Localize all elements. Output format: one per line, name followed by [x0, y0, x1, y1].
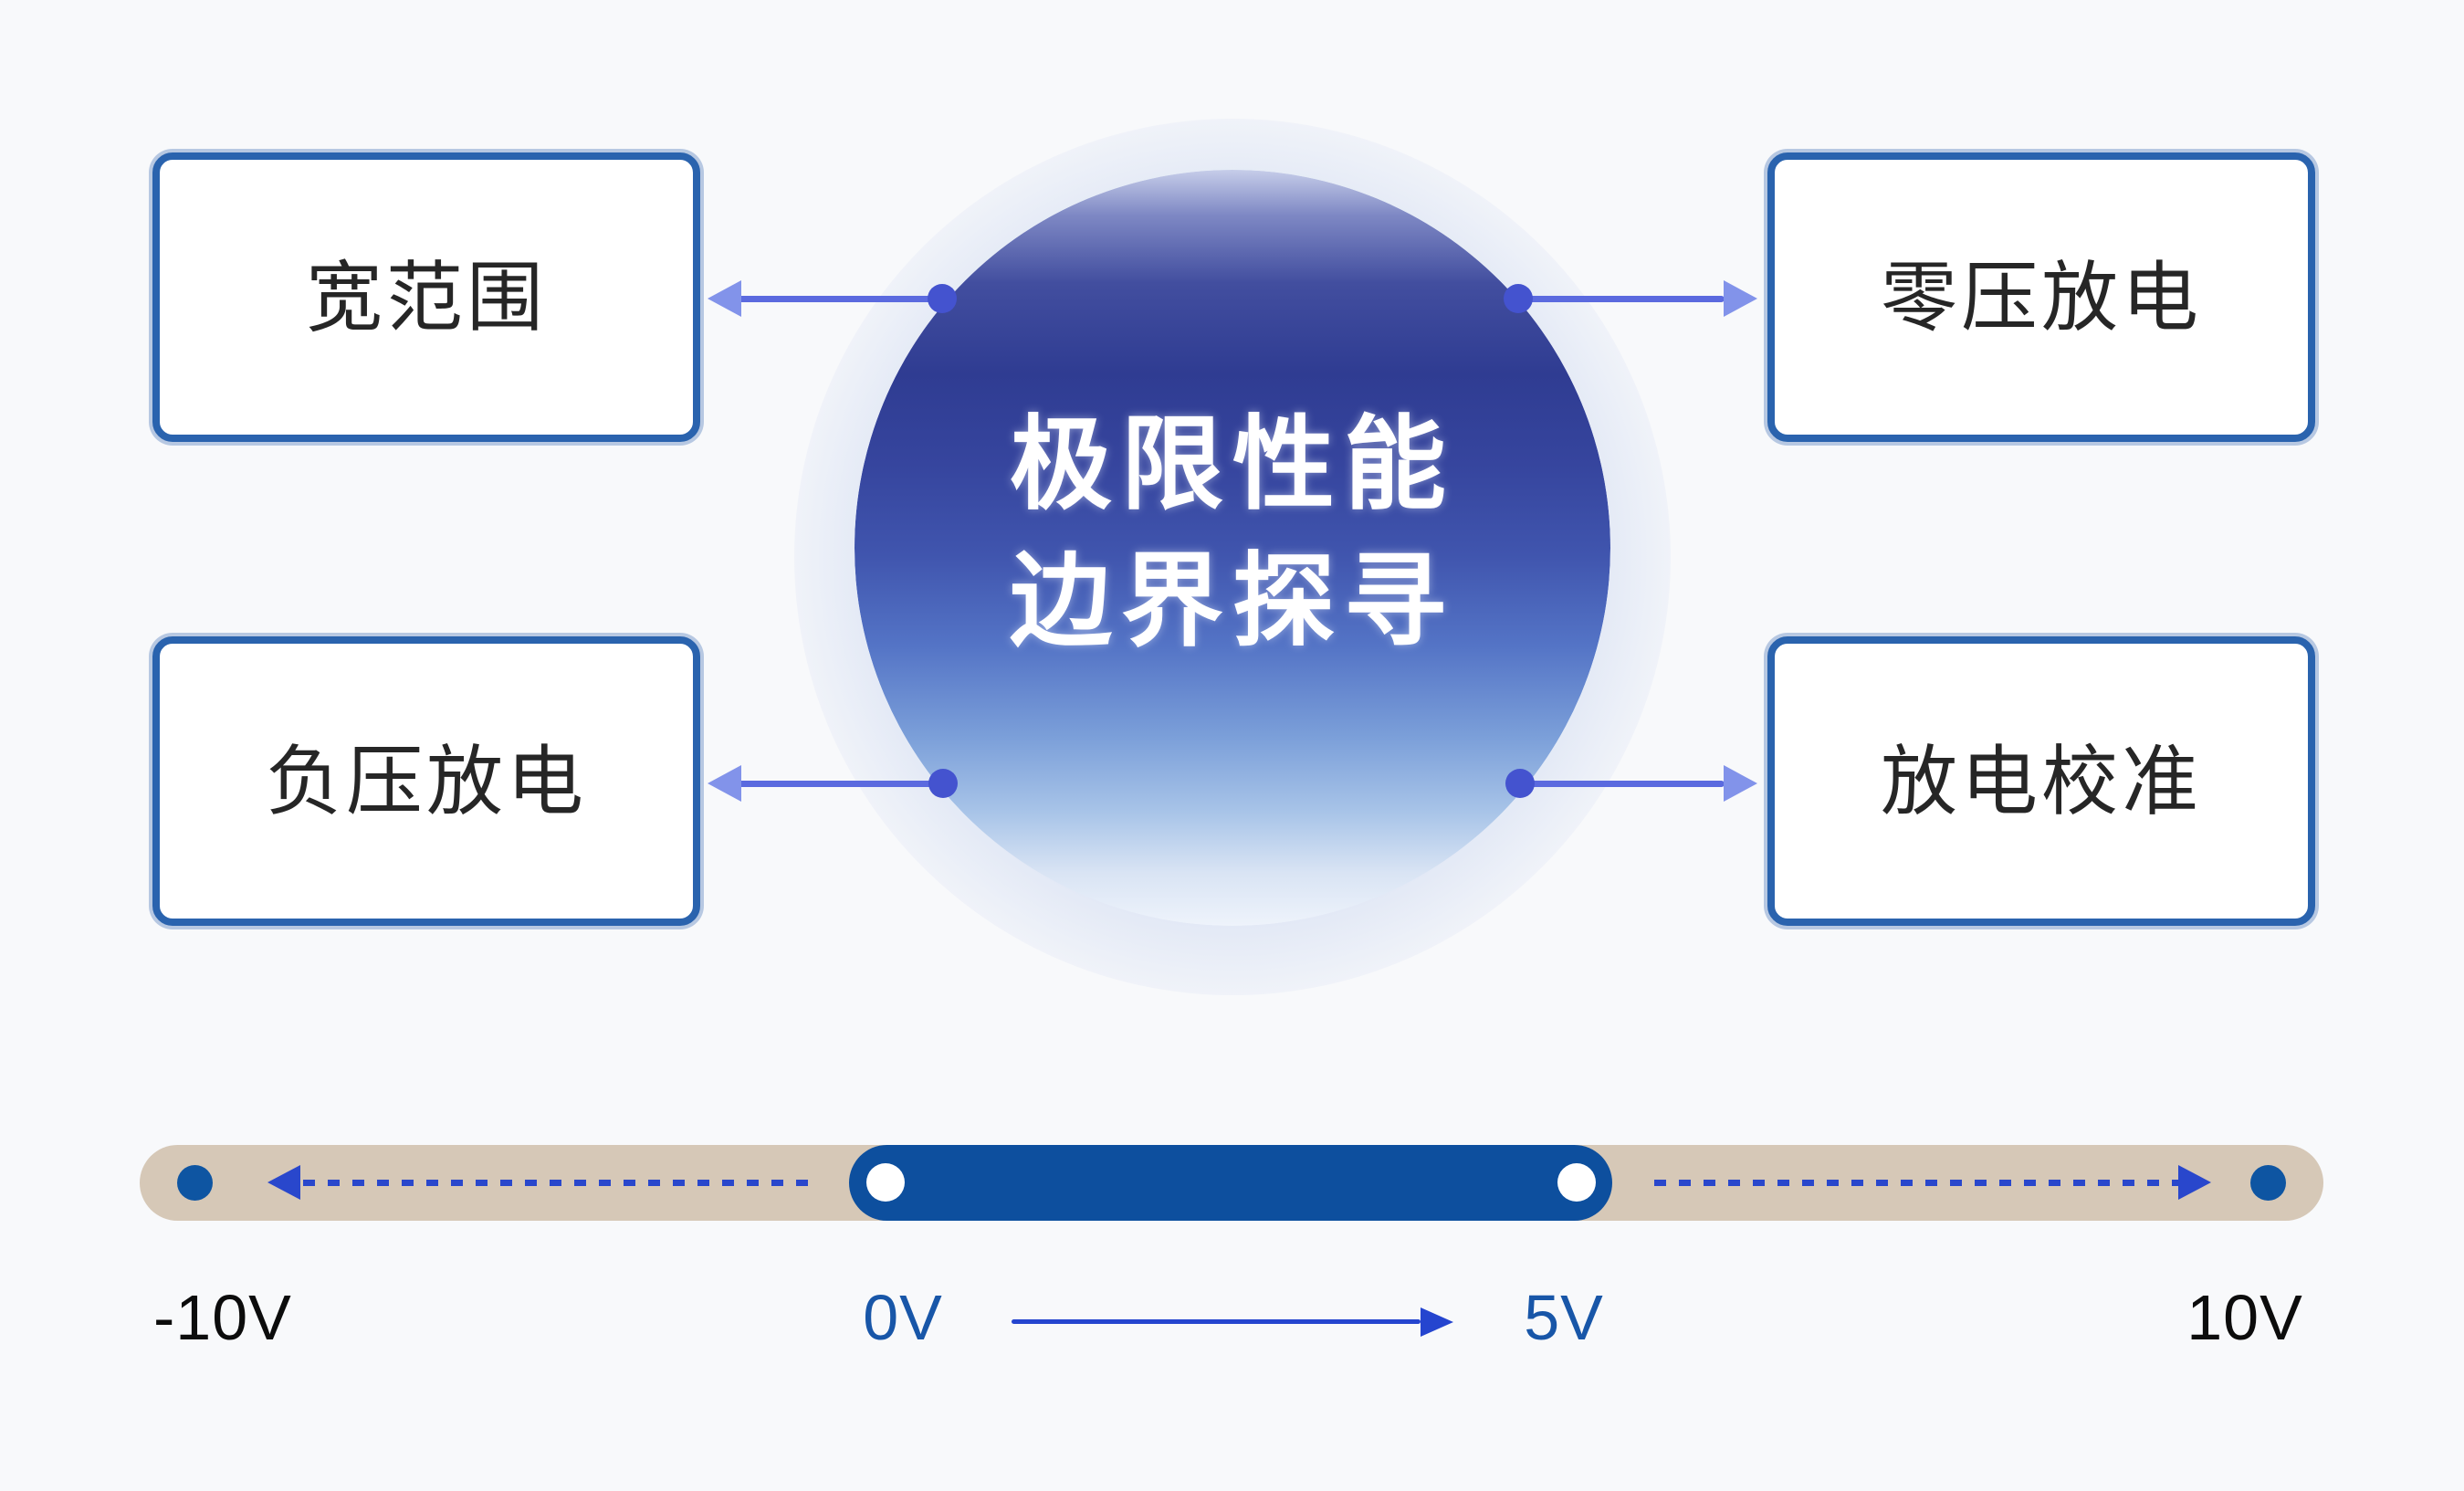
- range-arrow-line: [1012, 1319, 1421, 1324]
- voltage-label-max: 10V: [2186, 1282, 2303, 1353]
- sphere-title: 极限性能 边界探寻: [855, 155, 1610, 911]
- feature-label: 宽范围: [305, 254, 547, 341]
- dashed-arrowhead-left-icon: [267, 1165, 300, 1200]
- sphere: [855, 170, 1610, 926]
- dashed-arrowhead-right-icon: [2178, 1165, 2211, 1200]
- sphere-title-line2: 边界探寻: [1010, 544, 1455, 658]
- arrowhead-right-icon: [1724, 280, 1757, 317]
- voltage-label-min: -10V: [153, 1282, 292, 1353]
- track-min-dot-icon: [177, 1165, 213, 1201]
- connector-line-top-left: [738, 296, 944, 302]
- voltage-label-zero: 0V: [863, 1282, 943, 1353]
- feature-label: 负压放电: [265, 738, 587, 824]
- voltage-highlight-segment: [849, 1145, 1612, 1221]
- feature-box-negative-voltage-discharge: 负压放电: [152, 636, 700, 926]
- dashed-line-right: [1654, 1180, 2178, 1186]
- feature-label: 放电校准: [1880, 738, 2202, 824]
- feature-box-discharge-calibration: 放电校准: [1767, 636, 2315, 926]
- dashed-line-left: [303, 1180, 808, 1186]
- voltage-track[interactable]: [140, 1145, 2323, 1221]
- track-max-dot-icon: [2250, 1165, 2286, 1201]
- arrowhead-right-icon: [1724, 765, 1757, 802]
- feature-box-wide-range: 宽范围: [152, 152, 700, 442]
- sphere-title-line1: 极限性能: [1010, 406, 1455, 521]
- range-arrowhead-icon: [1421, 1307, 1453, 1337]
- slider-knob-5v[interactable]: [1557, 1163, 1596, 1202]
- arrowhead-left-icon: [708, 280, 741, 317]
- voltage-label-five: 5V: [1524, 1282, 1604, 1353]
- arrowhead-left-icon: [708, 765, 741, 802]
- connector-line-bottom-right: [1520, 781, 1725, 787]
- connector-dot-icon: [928, 769, 958, 798]
- connector-dot-icon: [928, 284, 957, 313]
- connector-dot-icon: [1505, 769, 1535, 798]
- connector-line-bottom-left: [738, 781, 944, 787]
- feature-label: 零压放电: [1880, 254, 2202, 341]
- slider-knob-0v[interactable]: [866, 1163, 905, 1202]
- connector-line-top-right: [1518, 296, 1725, 302]
- connector-dot-icon: [1504, 284, 1533, 313]
- feature-box-zero-voltage-discharge: 零压放电: [1767, 152, 2315, 442]
